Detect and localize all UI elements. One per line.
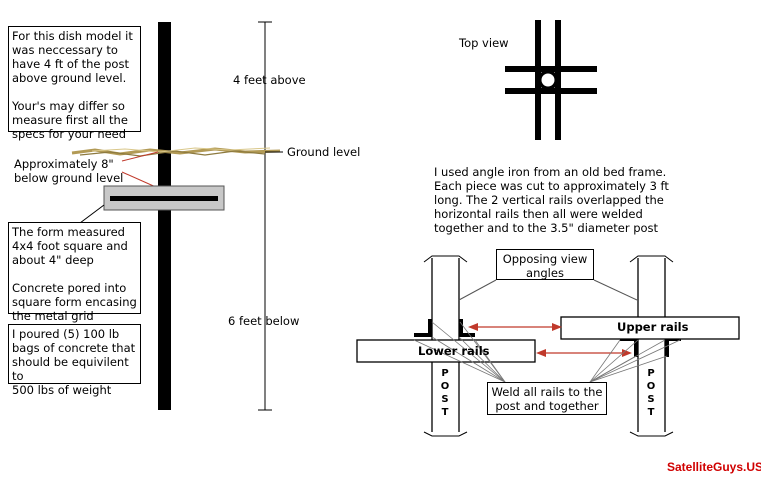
note-intro: For this dish model it was neccessary to… xyxy=(8,26,141,141)
note-angle-iron: I used angle iron from an old bed frame.… xyxy=(434,165,669,235)
label-upper-rails: Upper rails xyxy=(617,320,689,334)
label-ground-level: Ground level xyxy=(287,145,361,159)
note-approx-depth: Approximately 8" below ground level xyxy=(14,157,124,185)
label-top-view: Top view xyxy=(459,36,509,50)
rail-arrows xyxy=(468,323,632,357)
approx-leader-top xyxy=(121,151,159,162)
note-concrete: I poured (5) 100 lb bags of concrete tha… xyxy=(8,324,141,397)
weld-leaders xyxy=(413,321,681,383)
label-below: 6 feet below xyxy=(228,314,300,328)
metal-grid-section xyxy=(110,196,218,201)
note-opposing-view: Opposing view angles xyxy=(496,249,594,280)
form-leader xyxy=(79,204,105,224)
label-lower-rails: Lower rails xyxy=(418,344,490,358)
left-post-label: P O S T xyxy=(440,368,450,418)
right-post-label: P O S T xyxy=(646,368,656,418)
ground-line xyxy=(71,147,281,157)
top-view-grid xyxy=(505,20,597,140)
brand-watermark: SatelliteGuys.US xyxy=(667,460,761,474)
upper-rail xyxy=(560,316,740,340)
left-angle-irons xyxy=(414,319,475,337)
lower-rail xyxy=(356,339,536,363)
opposing-leaders xyxy=(458,279,638,301)
main-post xyxy=(158,22,171,410)
label-above: 4 feet above xyxy=(233,73,306,87)
note-weld: Weld all rails to the post and together xyxy=(487,382,607,415)
approx-leader-bottom xyxy=(121,171,159,189)
note-form: The form measured 4x4 foot square and ab… xyxy=(8,222,141,323)
